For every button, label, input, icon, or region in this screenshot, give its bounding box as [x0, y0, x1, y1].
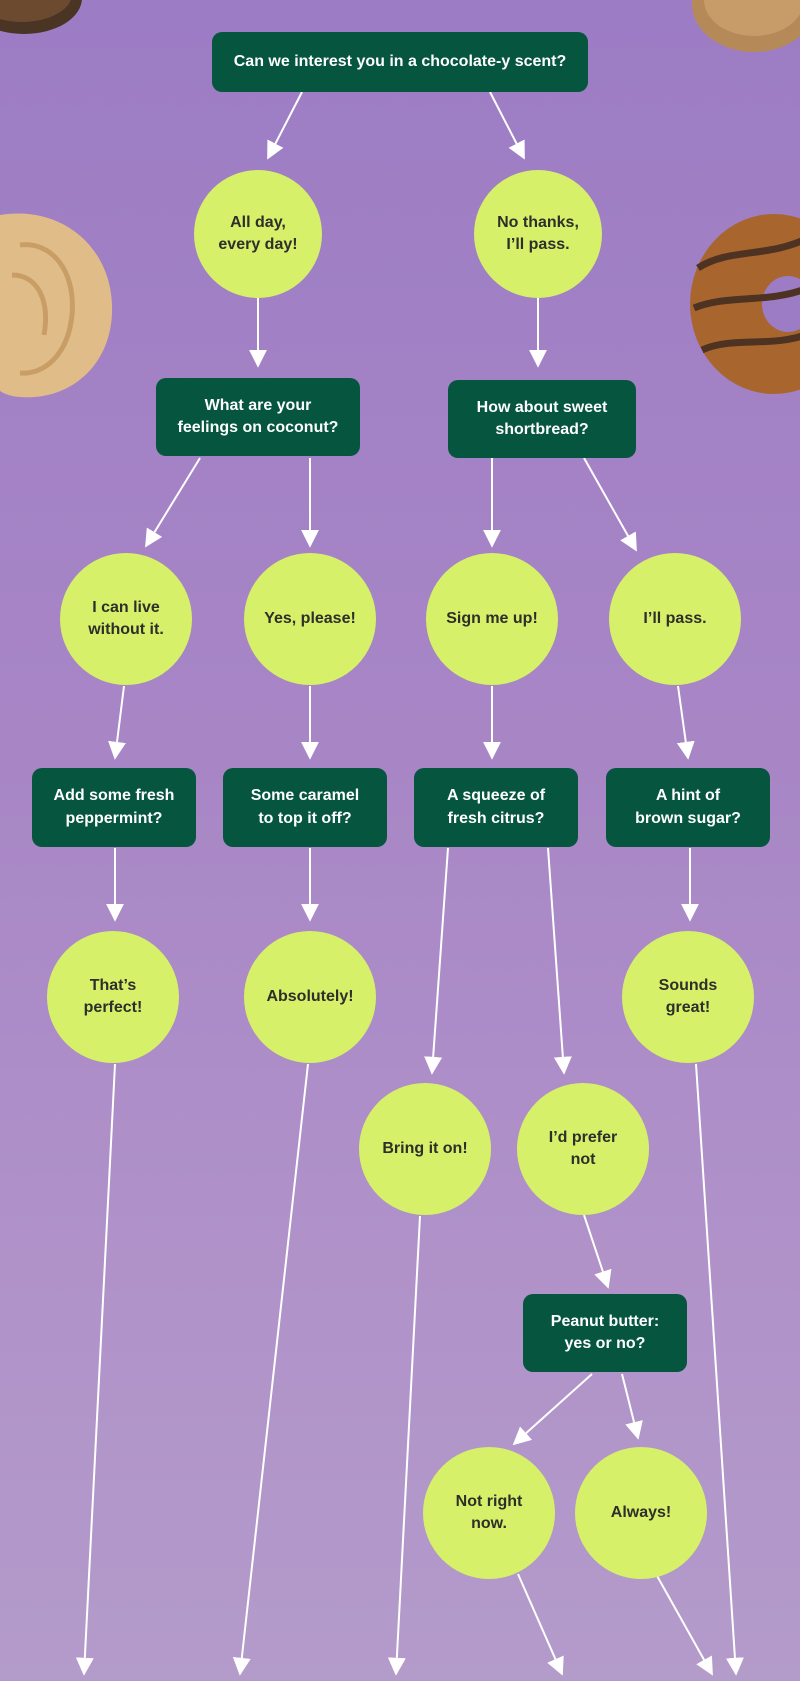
cookie-icon	[690, 214, 800, 394]
answer-yes-please: Yes, please!	[244, 553, 376, 685]
arrow-coconut-to-live-without	[145, 457, 201, 548]
arrow-shortbread-to-ill-pass	[583, 457, 637, 552]
arrow-sounds-great-exit	[695, 1063, 744, 1676]
arrow-prefer-not-to-peanut-butter	[583, 1214, 612, 1289]
cookie-icon	[0, 213, 113, 398]
answer-live-without: I can live without it.	[60, 553, 192, 685]
answer-always: Always!	[575, 1447, 707, 1579]
arrow-not-right-now-exit	[517, 1573, 564, 1676]
arrow-ill-pass-to-brown-sugar	[676, 685, 695, 760]
question-caramel: Some caramel to top it off?	[223, 768, 387, 847]
cookie-icon	[692, 0, 800, 52]
question-chocolate: Can we interest you in a chocolate-y sce…	[212, 32, 588, 92]
question-coconut: What are your feelings on coconut?	[156, 378, 360, 456]
answer-bring-it-on: Bring it on!	[359, 1083, 491, 1215]
arrow-bring-it-on-exit	[387, 1215, 421, 1676]
answer-prefer-not: I’d prefer not	[517, 1083, 649, 1215]
question-peppermint: Add some fresh peppermint?	[32, 768, 196, 847]
question-peanut-butter: Peanut butter: yes or no?	[523, 1294, 687, 1372]
question-shortbread: How about sweet shortbread?	[448, 380, 636, 458]
answer-absolutely: Absolutely!	[244, 931, 376, 1063]
arrow-peanut-butter-to-always	[621, 1373, 643, 1440]
question-citrus: A squeeze of fresh citrus?	[414, 768, 578, 847]
arrow-citrus-to-prefer-not	[547, 847, 572, 1075]
question-brown-sugar: A hint of brown sugar?	[606, 768, 770, 847]
answer-all-day: All day, every day!	[194, 170, 322, 298]
answer-sign-me-up: Sign me up!	[426, 553, 558, 685]
arrow-thats-perfect-exit	[75, 1063, 116, 1676]
answer-sounds-great: Sounds great!	[622, 931, 754, 1063]
answer-ill-pass: I’ll pass.	[609, 553, 741, 685]
arrow-citrus-to-bring-it-on	[424, 847, 449, 1075]
arrow-chocolate-to-no-thanks	[489, 91, 525, 160]
arrow-live-without-to-peppermint	[108, 685, 126, 760]
arrow-chocolate-to-all-day	[267, 91, 303, 160]
answer-not-right-now: Not right now.	[423, 1447, 555, 1579]
arrow-peanut-butter-to-not-right-now	[512, 1373, 593, 1446]
arrow-absolutely-exit	[232, 1063, 309, 1676]
answer-thats-perfect: That’s perfect!	[47, 931, 179, 1063]
answer-no-thanks: No thanks, I’ll pass.	[474, 170, 602, 298]
cookie-icon	[0, 0, 82, 34]
arrow-always-exit	[655, 1573, 713, 1676]
